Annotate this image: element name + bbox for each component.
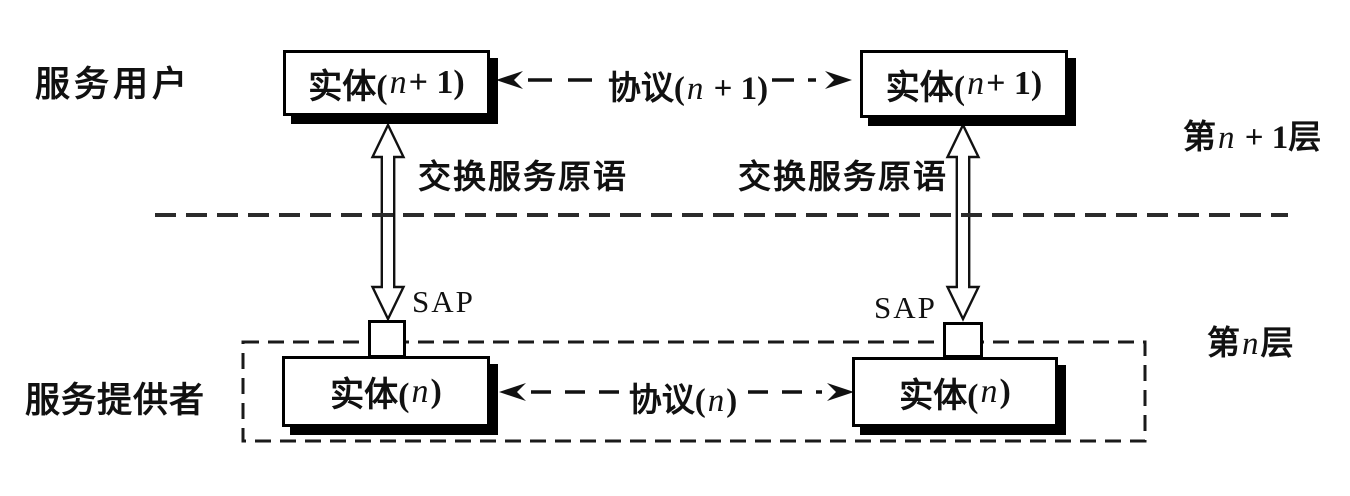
protocol-upper-right-arrowhead (825, 71, 852, 89)
exchange-primitives-left-label: 交换服务原语 (418, 160, 628, 196)
protocol-upper-label: 协议(n + 1) (606, 61, 770, 109)
sap-label-left: SAP (412, 284, 475, 319)
layer-upper-suffix: + 1层 (1236, 120, 1322, 156)
entity-top-left-var: n (389, 64, 407, 101)
protocol-upper-link (496, 71, 852, 89)
entity-box-bottom-right: 实体(n) (852, 357, 1058, 427)
exchange-primitives-right-label: 交换服务原语 (738, 160, 948, 196)
service-provider-dashed-box (241, 340, 1147, 443)
entity-bottom-left-suffix: ) (430, 372, 442, 410)
entity-box-top-left: 实体(n + 1) (283, 50, 490, 116)
protocol-upper-prefix: 协议( (607, 71, 685, 107)
protocol-upper-left-arrowhead (496, 71, 523, 89)
sap-square-right (943, 322, 983, 358)
layer-upper-prefix: 第 (1183, 120, 1216, 156)
entity-top-left-suffix: + 1) (408, 64, 465, 101)
entity-top-right-var: n (967, 65, 985, 102)
protocol-lower-label: 协议(n) (620, 373, 746, 421)
layer-lower-var: n (1242, 326, 1259, 362)
entity-bottom-left-prefix: 实体( (330, 377, 410, 414)
protocol-upper-var: n (686, 71, 704, 107)
layer-upper-label: 第n + 1层 (1183, 110, 1321, 158)
protocol-lower-right-arrowhead (827, 383, 854, 401)
protocol-lower-left-arrowhead (499, 383, 526, 401)
sap-square-left (368, 320, 406, 358)
protocol-upper-suffix: + 1) (705, 71, 769, 107)
protocol-lower-prefix: 协议( (628, 383, 706, 419)
entity-bottom-right-var: n (980, 373, 998, 410)
entity-bottom-right-prefix: 实体( (899, 377, 979, 415)
service-primitive-arrow-left (370, 122, 406, 322)
layer-lower-suffix: 层 (1260, 326, 1294, 362)
layer-lower-label: 第n层 (1207, 316, 1294, 364)
protocol-lower-link (499, 383, 854, 401)
service-provider-label: 服务提供者 (25, 381, 206, 420)
protocol-lower-suffix: ) (726, 383, 738, 419)
entity-bottom-right-suffix: ) (999, 373, 1011, 410)
service-primitive-arrow-right (945, 122, 981, 322)
entity-top-right-prefix: 实体( (885, 69, 966, 107)
layer-upper-var: n (1218, 120, 1235, 156)
sap-label-right: SAP (874, 290, 937, 325)
layer-lower-prefix: 第 (1207, 326, 1240, 362)
entity-top-left-prefix: 实体( (308, 68, 388, 106)
entity-top-right-suffix: + 1) (986, 65, 1043, 102)
entity-box-bottom-left: 实体(n) (282, 356, 490, 427)
entity-bottom-left-var: n (411, 372, 429, 410)
entity-box-top-right: 实体(n + 1) (860, 50, 1068, 118)
service-user-label: 服务用户 (35, 65, 192, 104)
protocol-lower-var: n (707, 383, 725, 419)
